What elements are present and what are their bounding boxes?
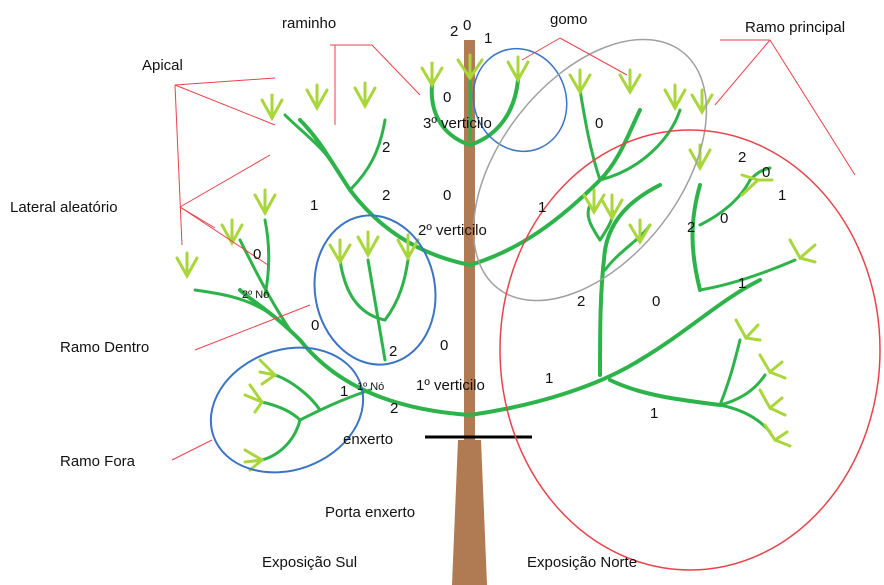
order-number: 2 [390, 400, 398, 417]
order-number: 1 [484, 30, 492, 47]
order-number: 2 [382, 187, 390, 204]
label-ramo-fora: Ramo Fora [60, 453, 136, 470]
order-number: 1 [778, 187, 786, 204]
order-number: 0 [440, 337, 448, 354]
trunk [452, 40, 487, 585]
ramo-principal-circle [472, 38, 708, 302]
label-no-1: 1º Nó [357, 381, 384, 393]
label-verticilo-1: 1º verticilo [416, 377, 485, 394]
order-number: 0 [443, 89, 451, 106]
label-ramo-principal: Ramo principal [745, 19, 845, 36]
label-lateral-aleatorio: Lateral aleatório [10, 199, 118, 216]
gomo-circle [472, 47, 568, 153]
large-red-circle [499, 129, 881, 571]
label-raminho: raminho [282, 15, 336, 32]
branches [193, 73, 797, 462]
order-number: 2 [450, 23, 458, 40]
order-number: 0 [463, 17, 471, 34]
order-number: 2 [577, 293, 585, 310]
order-number: 1 [538, 199, 546, 216]
label-gomo: gomo [550, 11, 588, 28]
order-number: 2 [687, 219, 695, 236]
label-exposicao-sul: Exposição Sul [262, 554, 357, 571]
label-verticilo-2: 2º verticilo [418, 222, 487, 239]
order-number: 1 [738, 275, 746, 292]
order-number: 0 [720, 210, 728, 227]
order-number: 2 [389, 343, 397, 360]
ramo-fora-circle [209, 346, 365, 474]
order-number: 0 [595, 115, 603, 132]
leader-lines [171, 37, 856, 461]
label-verticilo-3: 3º verticilo [423, 115, 492, 132]
label-no-2: 2º Nó [242, 289, 269, 301]
order-number: 0 [253, 246, 261, 263]
label-apical: Apical [142, 57, 183, 74]
order-number: 0 [311, 317, 319, 334]
order-number: 1 [545, 370, 553, 387]
label-enxerto: enxerto [343, 431, 393, 448]
highlight-circles [209, 38, 881, 571]
order-number: 0 [443, 187, 451, 204]
order-number: 2 [382, 139, 390, 156]
label-exposicao-norte: Exposição Norte [527, 554, 637, 571]
buds [175, 53, 817, 472]
label-ramo-dentro: Ramo Dentro [60, 339, 149, 356]
order-numbers: 2 0 1 0 0 2 2 1 0 1 2 0 1 0 2 1 2 0 0 0 … [253, 17, 786, 422]
order-number: 0 [652, 293, 660, 310]
ramo-dentro-circle [313, 214, 437, 366]
order-number: 0 [762, 164, 770, 181]
text-labels: raminho gomo Ramo principal Apical Later… [10, 11, 845, 571]
order-number: 1 [340, 383, 348, 400]
order-number: 1 [650, 405, 658, 422]
label-porta-enxerto: Porta enxerto [325, 504, 415, 521]
order-number: 1 [310, 197, 318, 214]
order-number: 2 [738, 149, 746, 166]
